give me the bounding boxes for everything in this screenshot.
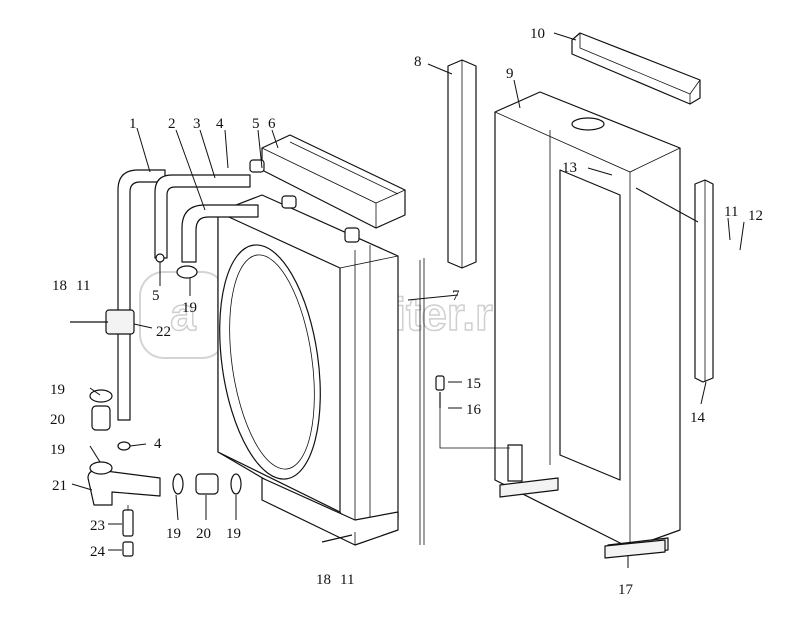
mount-bolts: [435, 375, 666, 559]
callout-4-top: 4: [216, 116, 224, 132]
callout-15: 15: [466, 376, 481, 392]
callout-2: 2: [168, 116, 176, 132]
callout-7: 7: [452, 288, 460, 304]
callout-11-left: 11: [76, 278, 90, 294]
callout-23: 23: [90, 518, 105, 534]
callout-18-bottom: 18: [316, 572, 331, 588]
callout-3: 3: [193, 116, 201, 132]
callout-24: 24: [90, 544, 106, 560]
callout-5-left: 5: [152, 288, 160, 304]
callout-12: 12: [748, 208, 763, 224]
callout-6: 6: [268, 116, 276, 132]
callout-16: 16: [466, 402, 482, 418]
watermark-logo-letter: a: [170, 288, 196, 340]
radiator-assembly: [217, 134, 406, 546]
callout-14: 14: [690, 410, 706, 426]
callout-4-lower: 4: [154, 436, 162, 452]
callout-20-left: 20: [50, 412, 65, 428]
callout-19-bottom-b: 19: [226, 526, 241, 542]
callout-19-left-a: 19: [50, 382, 65, 398]
callout-20-bottom: 20: [196, 526, 211, 542]
seal-strip: [419, 258, 425, 545]
callout-11-bottom: 11: [340, 572, 354, 588]
callout-9: 9: [506, 66, 514, 82]
callout-18-left: 18: [52, 278, 67, 294]
shroud-frame: [494, 91, 681, 558]
callout-21: 21: [52, 478, 67, 494]
leader-lines: [71, 32, 745, 568]
side-bracket-right: [694, 179, 714, 383]
callout-19-upper: 19: [182, 300, 197, 316]
callout-19-left-b: 19: [50, 442, 65, 458]
callout-17: 17: [618, 582, 634, 598]
callout-labels: 1 2 3 4 5 6 8 9 10 13 11 12 14 7 15 16 1…: [50, 26, 763, 598]
callout-11-right: 11: [724, 204, 738, 220]
callout-8: 8: [414, 54, 422, 70]
callout-10: 10: [530, 26, 545, 42]
coolant-pipes: [70, 169, 353, 557]
callout-13: 13: [562, 160, 577, 176]
callout-19-bottom-a: 19: [166, 526, 181, 542]
callout-1: 1: [129, 116, 137, 132]
callout-22: 22: [156, 324, 171, 340]
top-bar: [571, 32, 701, 105]
side-bracket-left: [447, 59, 477, 269]
callout-5-top: 5: [252, 116, 260, 132]
